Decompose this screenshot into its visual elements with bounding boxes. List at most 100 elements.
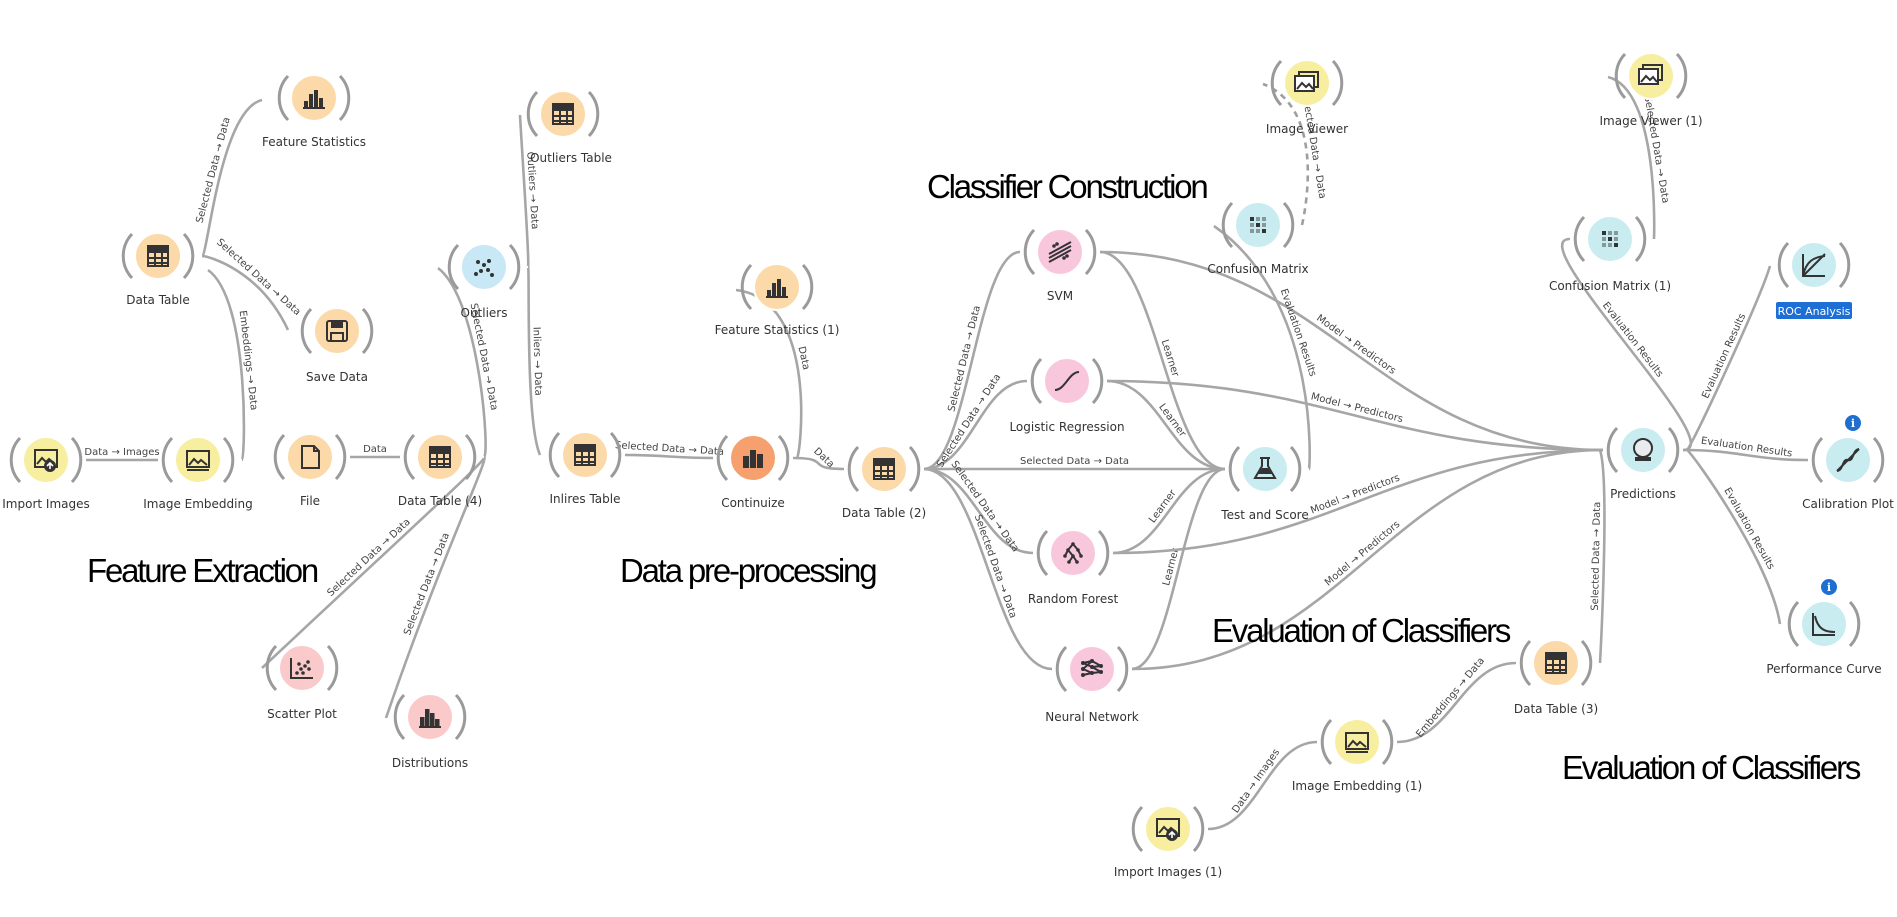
node-test-and-score[interactable]: Test and Score [1220, 445, 1309, 522]
node-body[interactable] [1144, 805, 1192, 853]
link-path[interactable] [207, 268, 246, 462]
input-channel[interactable] [526, 90, 539, 138]
link-path[interactable] [1685, 448, 1782, 625]
link-path[interactable] [526, 265, 542, 456]
link-path[interactable] [1396, 661, 1517, 744]
output-channel[interactable] [1289, 445, 1302, 493]
node-body[interactable] [416, 433, 464, 481]
link-data-table-4-to-outliers[interactable]: Selected Data → Data [437, 266, 499, 459]
input-channel[interactable] [1614, 52, 1627, 100]
node-random-forest[interactable]: Random Forest [1028, 529, 1119, 606]
output-channel[interactable] [1116, 645, 1129, 693]
link-path[interactable] [1099, 250, 1604, 452]
output-channel[interactable] [1675, 52, 1688, 100]
input-channel[interactable] [1573, 215, 1586, 263]
link-path[interactable] [201, 254, 290, 331]
output-channel[interactable] [222, 436, 235, 484]
output-channel[interactable] [1381, 718, 1394, 766]
link-path[interactable] [1685, 265, 1772, 452]
link-continuize-to-feature-statistics-1[interactable]: Data [735, 288, 811, 460]
node-predictions[interactable]: Predictions [1606, 426, 1680, 501]
input-channel[interactable] [1606, 426, 1619, 474]
link-file-to-data-table-4[interactable]: Data [349, 444, 400, 459]
node-body[interactable] [286, 433, 334, 481]
output-channel[interactable] [1091, 357, 1104, 405]
link-data-table-3-to-predictions[interactable]: Selected Data → Data [1590, 449, 1606, 664]
link-path[interactable] [261, 455, 486, 669]
link-path[interactable] [624, 453, 714, 460]
node-import-images[interactable]: Import Images [2, 436, 90, 511]
input-channel[interactable] [1023, 228, 1036, 276]
node-roc-analysis[interactable]: ROC Analysis [1776, 241, 1852, 319]
node-body[interactable] [860, 445, 908, 493]
link-confusion-matrix-to-image-viewer[interactable]: Selected Data → Data [1262, 82, 1327, 226]
node-outliers-table[interactable]: Outliers Table [526, 90, 612, 165]
node-data-table[interactable]: Data Table [121, 232, 195, 307]
input-channel[interactable] [1221, 201, 1234, 249]
node-body[interactable] [561, 431, 609, 479]
input-channel[interactable] [1519, 639, 1532, 687]
output-channel[interactable] [1192, 805, 1205, 853]
node-logistic-regression[interactable]: Logistic Regression [1009, 357, 1125, 434]
input-channel[interactable] [1030, 357, 1043, 405]
node-body[interactable] [1532, 639, 1580, 687]
link-data-table-2-to-neural-network[interactable]: Selected Data → Data [923, 467, 1053, 671]
output-channel[interactable] [338, 74, 351, 122]
node-neural-network[interactable]: Neural Network [1045, 645, 1139, 724]
node-image-viewer[interactable]: Image Viewer [1266, 59, 1348, 136]
link-path[interactable] [1207, 740, 1318, 831]
node-svm[interactable]: SVM [1023, 228, 1097, 303]
node-body[interactable] [539, 90, 587, 138]
link-image-embedding-1-to-data-table-3[interactable]: Embeddings → Data [1396, 656, 1517, 744]
input-channel[interactable] [1811, 436, 1824, 484]
node-inlires-table[interactable]: Inlires Table [548, 431, 622, 506]
node-image-viewer-1[interactable]: Image Viewer (1) [1599, 52, 1703, 128]
output-channel[interactable] [334, 433, 347, 481]
input-channel[interactable] [300, 307, 313, 355]
node-confusion-matrix[interactable]: Confusion Matrix [1207, 201, 1309, 276]
node-image-embedding-1[interactable]: Image Embedding (1) [1292, 718, 1422, 793]
node-data-table-2[interactable]: Data Table (2) [842, 445, 926, 520]
link-predictions-to-performance-curve[interactable]: Evaluation Results [1685, 448, 1782, 625]
output-channel[interactable] [1331, 59, 1344, 107]
input-channel[interactable] [403, 433, 416, 481]
link-path[interactable] [923, 467, 1053, 671]
link-confusion-matrix-1-to-image-viewer-1[interactable]: Selected Data → Data [1607, 75, 1671, 240]
input-channel[interactable] [1787, 600, 1800, 648]
output-channel[interactable] [454, 693, 467, 741]
info-icon[interactable]: i [1845, 415, 1861, 431]
node-body[interactable] [1049, 529, 1097, 577]
output-channel[interactable] [1097, 529, 1110, 577]
link-path[interactable] [1682, 448, 1809, 462]
input-channel[interactable] [1228, 445, 1241, 493]
input-channel[interactable] [1131, 805, 1144, 853]
link-path[interactable] [1106, 379, 1604, 452]
input-channel[interactable] [161, 436, 174, 484]
link-svm-to-test-and-score[interactable]: Learner [1099, 250, 1226, 471]
input-channel[interactable] [716, 434, 729, 482]
input-channel[interactable] [1270, 59, 1283, 107]
output-channel[interactable] [182, 232, 195, 280]
link-path[interactable] [923, 467, 1034, 555]
link-path[interactable] [1131, 467, 1226, 671]
input-channel[interactable] [740, 263, 753, 311]
output-channel[interactable] [1667, 426, 1680, 474]
link-path[interactable] [1598, 449, 1606, 664]
link-continuize-to-data-table-2[interactable]: Data [792, 446, 845, 471]
link-path[interactable] [735, 288, 803, 460]
output-channel[interactable] [70, 436, 83, 484]
link-path[interactable] [1131, 448, 1604, 671]
output-channel[interactable] [1848, 600, 1861, 648]
link-path[interactable] [200, 98, 263, 258]
link-predictions-to-roc-analysis[interactable]: Evaluation Results [1685, 265, 1772, 452]
node-body[interactable] [134, 232, 182, 280]
link-outliers-to-outliers-table[interactable]: Outliers → Data [518, 114, 540, 269]
link-data-table-2-to-svm[interactable]: Selected Data → Data [923, 250, 1021, 471]
node-data-table-4[interactable]: Data Table (4) [398, 433, 482, 508]
link-path[interactable] [792, 456, 845, 471]
output-channel[interactable] [587, 90, 600, 138]
node-distributions[interactable]: Distributions [392, 693, 468, 770]
link-path[interactable] [1262, 82, 1310, 226]
